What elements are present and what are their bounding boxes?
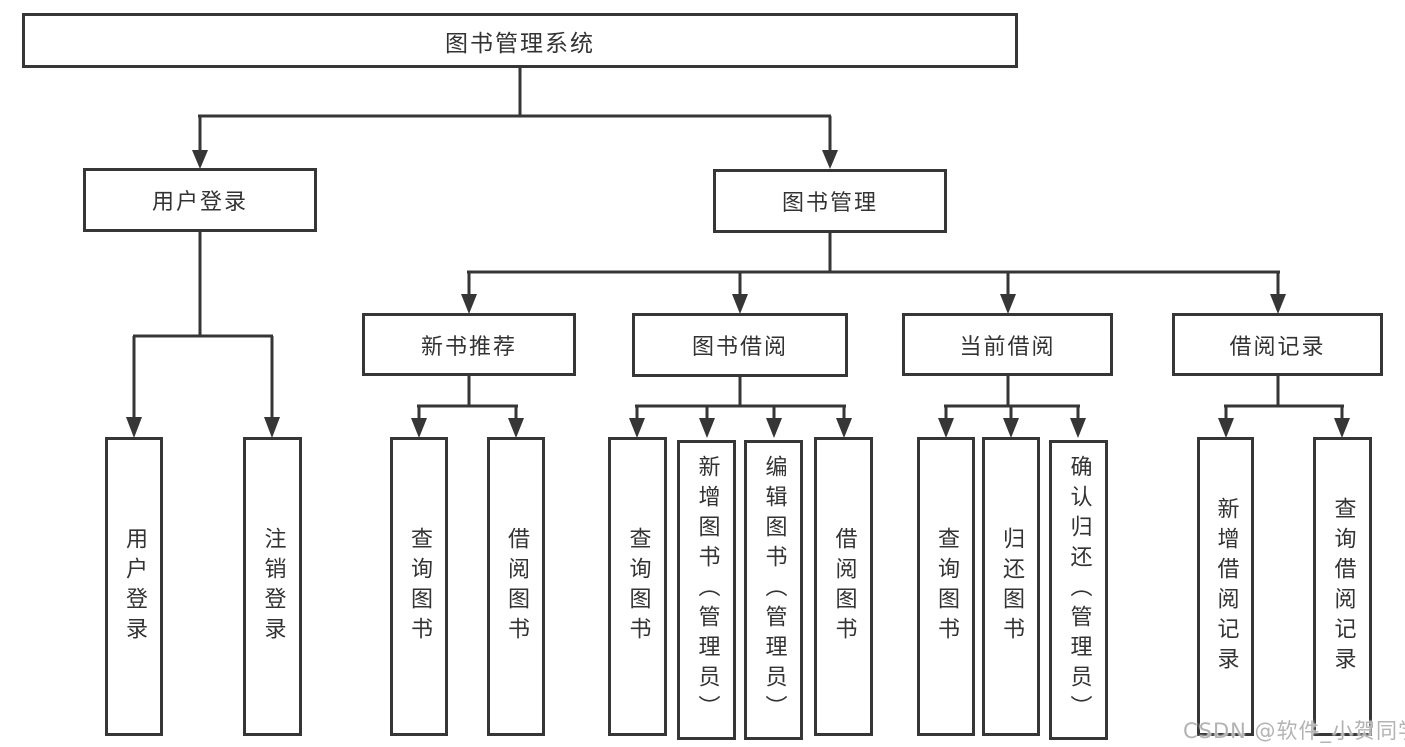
node-label: 用户登录: [122, 526, 147, 647]
node-borrow-records: 借阅记录: [1172, 313, 1383, 376]
node-label: 注销登录: [260, 526, 286, 647]
node-book-borrowing: 图书借阅: [632, 313, 848, 377]
leaf-borrow-books-recommend: 借阅图书: [487, 437, 545, 736]
csdn-watermark: CSDN @软件_小贺同学: [1183, 719, 1405, 743]
leaf-add-borrow-record: 新增借阅记录: [1197, 437, 1254, 736]
node-book-management: 图书管理: [713, 169, 947, 233]
leaf-return-books: 归还图书: [982, 437, 1040, 736]
leaf-edit-book-admin: 编辑图书（管理员）: [744, 440, 803, 740]
leaf-logout: 注销登录: [243, 437, 302, 736]
leaf-add-book-admin: 新增图书（管理员）: [677, 440, 736, 740]
node-user-login: 用户登录: [83, 168, 317, 232]
node-label: 查询借阅记录: [1330, 496, 1356, 677]
node-label: 图书管理: [781, 191, 878, 216]
node-label: 新增图书（管理员）: [694, 455, 720, 725]
node-label: 借阅记录: [1229, 334, 1326, 360]
node-label: 当前借阅: [959, 334, 1056, 360]
leaf-borrow-books-borrowing: 借阅图书: [814, 437, 873, 736]
node-label: 查询图书: [407, 526, 432, 647]
node-label: 新书推荐: [420, 334, 517, 360]
node-label: 新增借阅记录: [1213, 496, 1239, 677]
node-library-management-system: 图书管理系统: [22, 13, 1018, 68]
leaf-query-books-recommend: 查询图书: [390, 437, 448, 736]
node-label: 归还图书: [999, 526, 1024, 647]
leaf-query-books-current: 查询图书: [917, 437, 975, 736]
node-label: 借阅图书: [504, 526, 529, 647]
node-label: 借阅图书: [831, 526, 857, 647]
leaf-query-books-borrowing: 查询图书: [608, 437, 667, 736]
node-label: 查询图书: [934, 526, 959, 647]
node-label: 用户登录: [151, 190, 248, 215]
node-label: 查询图书: [625, 526, 651, 647]
leaf-confirm-return-admin: 确认归还（管理员）: [1049, 440, 1108, 740]
node-label: 图书借阅: [691, 335, 788, 360]
node-label: 确认归还（管理员）: [1066, 455, 1092, 725]
node-new-book-recommend: 新书推荐: [362, 313, 576, 376]
node-label: 编辑图书（管理员）: [761, 455, 787, 725]
leaf-user-login: 用户登录: [105, 437, 163, 736]
leaf-query-borrow-record: 查询借阅记录: [1313, 437, 1372, 736]
node-current-borrowing: 当前借阅: [902, 313, 1113, 376]
node-label: 图书管理系统: [445, 30, 595, 57]
